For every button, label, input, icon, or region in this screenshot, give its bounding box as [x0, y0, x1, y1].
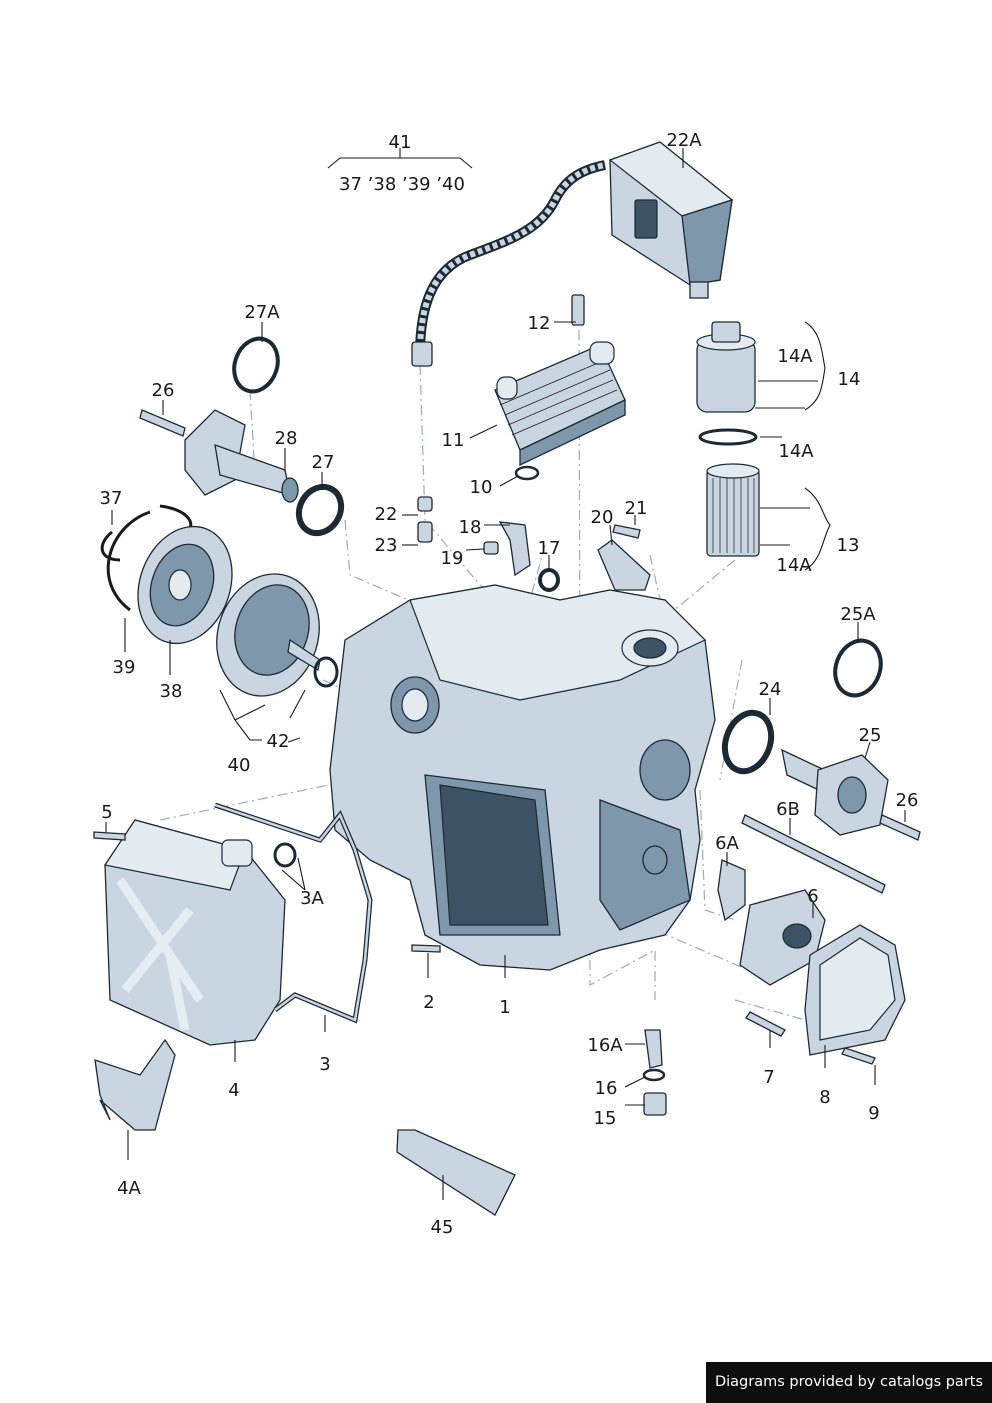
callout-14a-bottom: 14A: [776, 555, 812, 576]
callout-19: 19: [441, 548, 464, 569]
callout-4: 4: [228, 1080, 239, 1101]
callout-18: 18: [459, 517, 482, 538]
footer-credit-text: Diagrams provided by catalogs parts: [714, 1374, 984, 1390]
callout-40: 40: [228, 755, 251, 776]
filter-element-13: [706, 463, 760, 557]
transmission-housing-1: [329, 584, 716, 971]
callout-28: 28: [275, 428, 298, 449]
callout-38: 38: [160, 681, 183, 702]
callout-14a-mid: 14A: [778, 441, 814, 462]
callout-14a-top: 14A: [777, 346, 813, 367]
footer-credit-banner: Diagrams provided by catalogs parts: [706, 1362, 992, 1403]
callout-37: 37: [100, 488, 123, 509]
callout-21: 21: [625, 498, 648, 519]
callout-labels: 41 37 ’38 ’39 ’40 22A 27A 26 28 27 37 39…: [100, 130, 919, 1238]
clutch-group: [100, 504, 339, 697]
callout-5: 5: [101, 802, 112, 823]
callout-25a: 25A: [840, 604, 876, 625]
callout-39: 39: [113, 657, 136, 678]
output-shaft-left: [139, 336, 345, 537]
control-unit-22a: [411, 141, 734, 367]
right-side-parts: [717, 814, 906, 1065]
callout-6: 6: [807, 886, 818, 907]
callout-41: 41: [389, 132, 412, 153]
callout-17: 17: [538, 538, 561, 559]
small-parts: [93, 294, 667, 1216]
callout-25: 25: [859, 725, 882, 746]
callout-1: 1: [499, 997, 510, 1018]
callout-8: 8: [819, 1087, 830, 1108]
callout-27a: 27A: [244, 302, 280, 323]
callout-12: 12: [528, 313, 551, 334]
callout-42: 42: [267, 731, 290, 752]
callout-16: 16: [595, 1078, 618, 1099]
callout-11: 11: [442, 430, 465, 451]
callout-24: 24: [759, 679, 782, 700]
gasket-3: [214, 802, 373, 1024]
callout-15: 15: [594, 1108, 617, 1129]
callout-6b: 6B: [776, 799, 800, 820]
callout-23: 23: [375, 535, 398, 556]
callout-26-right: 26: [896, 790, 919, 811]
bracket-4a: [94, 1038, 176, 1131]
callout-2: 2: [423, 992, 434, 1013]
callout-22a: 22A: [666, 130, 702, 151]
callout-3a: 3A: [300, 888, 324, 909]
callout-45: 45: [431, 1217, 454, 1238]
callout-3: 3: [319, 1054, 330, 1075]
callout-10: 10: [470, 477, 493, 498]
callout-group-41: 37 ’38 ’39 ’40: [339, 174, 465, 195]
callout-6a: 6A: [715, 833, 739, 854]
filter-housing-14a: [696, 321, 758, 446]
callout-14: 14: [838, 369, 861, 390]
output-shaft-right: [721, 638, 921, 841]
callout-22: 22: [375, 504, 398, 525]
cover-4: [104, 819, 297, 1046]
callout-13: 13: [837, 535, 860, 556]
callout-26-left: 26: [152, 380, 175, 401]
callout-9: 9: [868, 1103, 879, 1124]
leader-lines: [105, 148, 906, 1200]
callout-16a: 16A: [587, 1035, 623, 1056]
callout-27: 27: [312, 452, 335, 473]
callout-7: 7: [763, 1067, 774, 1088]
oil-cooler-11: [494, 341, 626, 467]
callout-20: 20: [591, 507, 614, 528]
callout-4a: 4A: [117, 1178, 141, 1199]
